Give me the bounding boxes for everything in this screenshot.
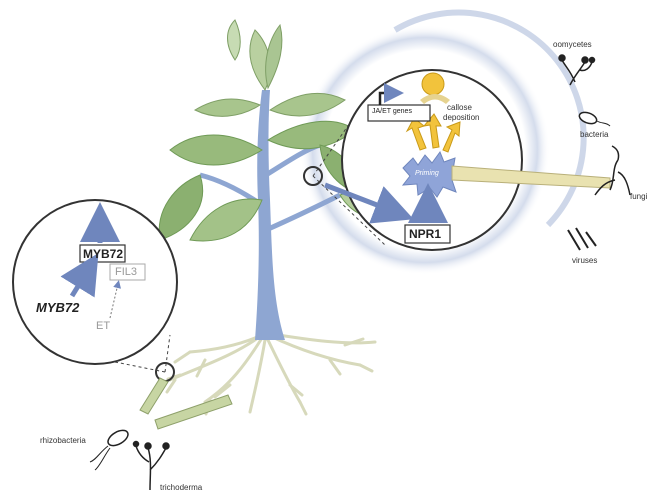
pathogen-label-fungi: fungi — [630, 192, 647, 201]
rhizobacteria-icon — [90, 427, 131, 470]
pathogen-label-viruses: viruses — [572, 256, 597, 265]
leaf — [228, 20, 241, 60]
pathogen-label-bacteria: bacteria — [580, 130, 608, 139]
callose-label-line2: deposition — [443, 113, 479, 122]
callose-deposit — [422, 73, 444, 95]
pathogen-label-oomycetes: oomycetes — [553, 40, 592, 49]
leaf — [195, 99, 260, 116]
fil3-label: FIL3 — [115, 266, 137, 278]
priming-label: Priming — [415, 170, 439, 177]
magnifier-handles — [140, 378, 232, 429]
myb72-box-label: MYB72 — [83, 247, 123, 261]
npr1-label: NPR1 — [409, 227, 441, 241]
myb72-label: MYB72 — [36, 300, 79, 315]
et-label: ET — [96, 320, 110, 332]
leaf — [266, 25, 282, 88]
leaf — [190, 199, 262, 241]
root-system — [167, 334, 375, 414]
callose-label-line1: callose — [447, 103, 472, 112]
genes-label: JA/ET genes — [372, 108, 412, 115]
viruses-icon — [568, 228, 596, 250]
leaf — [170, 135, 262, 165]
root-zoom-circle — [13, 200, 177, 364]
microbe-label-trichoderma: trichoderma — [160, 483, 202, 492]
microbe-label-rhizobacteria: rhizobacteria — [40, 436, 86, 445]
fungi-icon — [595, 146, 630, 195]
